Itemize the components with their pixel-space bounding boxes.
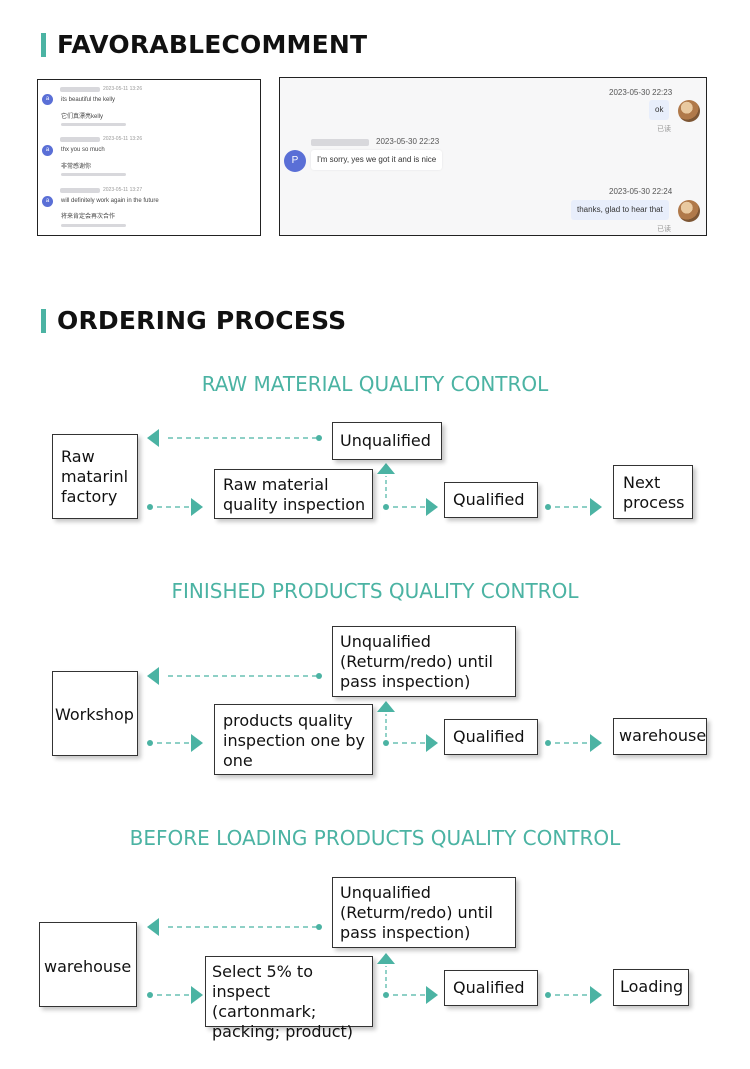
message-time: 2023-05-30 22:23 (376, 137, 440, 146)
message-time: 2023-05-30 22:23 (609, 88, 673, 97)
unqualified-box: Unqualified (332, 422, 442, 460)
review-text: thx you so much (61, 147, 105, 153)
inspection-label: Select 5% to inspect (cartonmark; packin… (212, 962, 354, 1041)
source-box: Raw matarinl factory (52, 434, 138, 519)
review-time: 2023-05-11 13:26 (103, 86, 143, 92)
blurred-line (61, 224, 126, 227)
blurred-line (61, 123, 126, 126)
unqualified-box: Unqualified (Returm/redo) until pass ins… (332, 626, 516, 697)
blurred-name (60, 137, 100, 142)
avatar: a (42, 196, 53, 207)
source-box: warehouse (39, 922, 137, 1007)
qualified-box: Qualified (444, 482, 538, 518)
source-label: Raw matarinl factory (61, 447, 129, 506)
flow-title: BEFORE LOADING PRODUCTS QUALITY CONTROL (129, 826, 621, 850)
review-subtext: 它们真漂亮kelly (61, 114, 104, 120)
blurred-name (311, 139, 369, 146)
review-time: 2023-05-11 13:26 (103, 136, 143, 142)
flow-title: RAW MATERIAL QUALITY CONTROL (201, 372, 549, 396)
inspection-box: Select 5% to inspect (cartonmark; packin… (205, 956, 373, 1041)
qualified-label: Qualified (453, 978, 525, 997)
inspection-box: Raw material quality inspection (214, 469, 373, 519)
flow-title: FINISHED PRODUCTS QUALITY CONTROL (171, 579, 579, 603)
qualified-label: Qualified (453, 490, 525, 509)
customer-avatar: P (284, 150, 306, 172)
outgoing-message: ok (649, 100, 670, 120)
qualified-label: Qualified (453, 727, 525, 746)
next-label: Loading (620, 977, 684, 996)
avatar: a (42, 94, 53, 105)
flow-3-arrows (147, 918, 602, 1004)
blurred-name (60, 87, 100, 92)
unqualified-box: Unqualified (Returm/redo) until pass ins… (332, 877, 516, 948)
section-accent-bar (41, 309, 46, 333)
blurred-line (61, 173, 126, 176)
unqualified-label: Unqualified (Returm/redo) until pass ins… (340, 632, 493, 691)
message-time: 2023-05-30 22:24 (609, 187, 673, 196)
source-box: Workshop (52, 671, 138, 756)
qualified-box: Qualified (444, 970, 538, 1006)
read-status: 已读 (657, 226, 671, 233)
review-subtext: 非常感谢你 (61, 164, 92, 170)
next-label: warehouse (619, 726, 707, 745)
next-box: Loading (613, 969, 689, 1006)
unqualified-label: Unqualified (Returm/redo) until pass ins… (340, 883, 493, 942)
review-text: will definitely work again in the future (61, 198, 159, 204)
qualified-box: Qualified (444, 719, 538, 755)
flow-2-arrows (147, 667, 602, 752)
review-subtext: 将来肯定会再次合作 (61, 214, 116, 220)
user-avatar-photo (678, 100, 700, 122)
section-title-favorable: FAVORABLECOMMENT (57, 30, 368, 59)
inspection-label: products quality inspection one by one (223, 711, 365, 770)
inspection-label: Raw material quality inspection (223, 475, 366, 514)
next-box: Next process (613, 465, 693, 519)
blurred-name (60, 188, 100, 193)
inspection-box: products quality inspection one by one (214, 704, 373, 775)
outgoing-message: thanks, glad to hear that (571, 200, 669, 220)
user-avatar-photo (678, 200, 700, 222)
read-status: 已读 (657, 126, 671, 133)
flow-1-arrows (147, 429, 602, 516)
incoming-message: I'm sorry, yes we got it and is nice (311, 150, 443, 170)
review-time: 2023-05-11 13:27 (103, 187, 143, 193)
section-accent-bar (41, 33, 46, 57)
section-title-ordering: ORDERING PROCESS (57, 306, 347, 335)
next-label: Next process (623, 473, 685, 512)
source-label: warehouse (44, 957, 132, 976)
next-box: warehouse (613, 718, 707, 755)
review-text: its beautiful the kelly (61, 97, 116, 103)
review-screenshot-right: 2023-05-30 22:23 ok 已读 2023-05-30 22:23 … (279, 77, 707, 236)
source-label: Workshop (55, 705, 134, 724)
avatar: a (42, 145, 53, 156)
review-screenshot-left: a 2023-05-11 13:26 its beautiful the kel… (37, 79, 261, 236)
unqualified-label: Unqualified (340, 431, 431, 450)
